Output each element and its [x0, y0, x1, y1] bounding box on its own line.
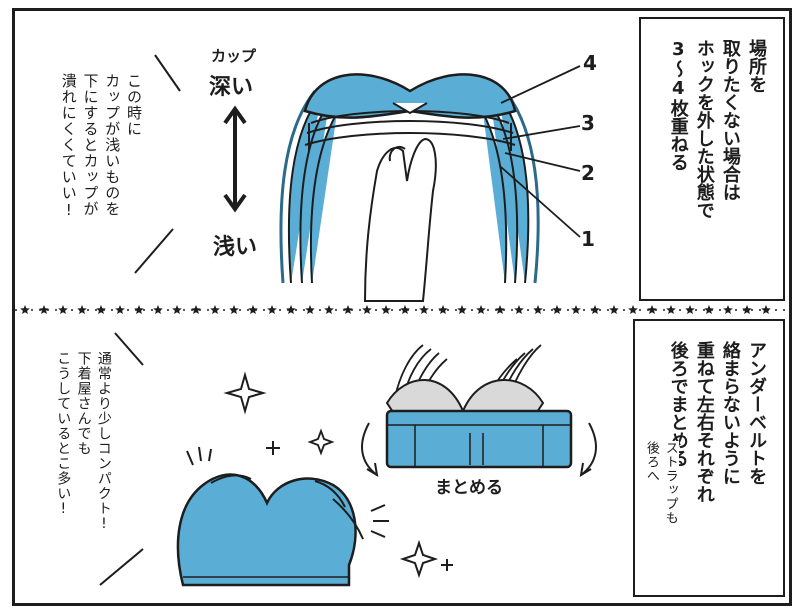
divider-star-icon — [514, 305, 524, 314]
top-note-line: 下にするとカップが — [81, 73, 100, 217]
divider-star-icon — [362, 305, 372, 314]
divider-star-icon — [400, 305, 410, 314]
divider-star-icon — [39, 305, 49, 314]
divider-star-icon — [533, 305, 543, 314]
stacked-bras-illustration — [279, 65, 581, 302]
divider-star-icon — [647, 305, 657, 314]
bottom-note-slash-lines — [99, 332, 144, 586]
divider-star-icon — [666, 305, 676, 314]
top-note-slash-lines — [134, 54, 181, 274]
deep-label: 深い — [209, 75, 254, 100]
divider-star-icon — [77, 305, 87, 314]
bottom-note-line: 通常より少しコンパクト! — [95, 351, 112, 533]
bottom-info-line: 重ねて左右それぞれ — [693, 341, 715, 503]
comic-frame: 場所を 取りたくない場合は ホックを外した状態で 3～4枚重ねる この時に カッ… — [12, 8, 792, 606]
bottom-caption: まとめる — [435, 478, 503, 498]
divider-star-icon — [704, 305, 714, 314]
divider-star-icon — [742, 305, 752, 314]
top-info-line: 3～4枚重ねる — [667, 39, 689, 171]
divider-star-icon — [267, 305, 277, 314]
top-side-note: この時に カップが浅いものを 下にするとカップが 潰れにくくていい! — [57, 73, 144, 288]
strap-note: ストラップも 後ろへ — [641, 441, 679, 591]
bottom-note-line: こうしているとこ多い! — [55, 351, 72, 518]
divider-star-icon — [191, 305, 201, 314]
divider-star-icon — [210, 305, 220, 314]
top-note-line: カップが浅いものを — [103, 73, 122, 217]
strap-note-line: 後ろへ — [643, 441, 659, 483]
strap-note-line: ストラップも — [662, 441, 678, 525]
divider-star-icon — [134, 305, 144, 314]
bottom-info-line: 絡まらないように — [719, 341, 741, 485]
cup-label: カップ — [211, 47, 257, 65]
top-info-text: 場所を 取りたくない場合は ホックを外した状態で 3～4枚重ねる — [665, 39, 769, 289]
layer-number: 2 — [581, 161, 595, 185]
divider-star-icon — [286, 305, 296, 314]
divider-star-icon — [457, 305, 467, 314]
top-note-line: 潰れにくくていい! — [59, 73, 78, 220]
divider-star-icon — [381, 305, 391, 314]
divider-star-icon — [419, 305, 429, 314]
top-info-box: 場所を 取りたくない場合は ホックを外した状態で 3～4枚重ねる — [639, 17, 785, 301]
divider-star-icon — [438, 305, 448, 314]
divider-star-icon — [172, 305, 182, 314]
depth-arrow-icon — [223, 105, 247, 213]
shallow-label: 浅い — [213, 235, 258, 260]
bottom-side-note: 通常より少しコンパクト! 下着屋さんでも こうしているとこ多い! — [53, 351, 114, 581]
top-panel: 場所を 取りたくない場合は ホックを外した状態で 3～4枚重ねる この時に カッ… — [15, 11, 789, 303]
star-divider — [15, 305, 789, 314]
layer-number: 4 — [583, 51, 597, 75]
divider-star-icon — [761, 305, 771, 314]
bottom-note-line: 下着屋さんでも — [75, 351, 92, 456]
bottom-info-text: アンダーベルトを 絡まらないように 重ねて左右それぞれ 後ろでまとめる — [665, 341, 769, 581]
top-note-line: この時に — [125, 73, 143, 137]
divider-star-icon — [495, 305, 505, 314]
divider-star-icon — [153, 305, 163, 314]
bottom-info-line: アンダーベルトを — [746, 341, 767, 485]
divider-star-icon — [20, 305, 30, 314]
divider-star-icon — [476, 305, 486, 314]
divider-star-icon — [324, 305, 334, 314]
divider-star-icon — [229, 305, 239, 314]
divider-star-icon — [628, 305, 638, 314]
divider-star-icon — [343, 305, 353, 314]
single-bra-illustration — [176, 446, 389, 587]
divider-star-icon — [305, 305, 315, 314]
layer-number: 3 — [581, 111, 595, 135]
top-info-line: 取りたくない場合は — [719, 39, 741, 201]
divider-star-icon — [248, 305, 258, 314]
divider-star-icon — [590, 305, 600, 314]
folded-bra-illustration — [361, 344, 597, 477]
bottom-panel: アンダーベルトを 絡まらないように 重ねて左右それぞれ 後ろでまとめる ストラッ… — [15, 315, 789, 601]
divider-star-icon — [571, 305, 581, 314]
divider-star-icon — [552, 305, 562, 314]
bottom-info-box: アンダーベルトを 絡まらないように 重ねて左右それぞれ 後ろでまとめる ストラッ… — [633, 319, 785, 597]
divider-star-icon — [609, 305, 619, 314]
divider-star-icon — [723, 305, 733, 314]
divider-star-icon — [96, 305, 106, 314]
sparkle-icons — [223, 371, 453, 579]
divider-star-icon — [685, 305, 695, 314]
layer-number: 1 — [581, 227, 595, 251]
bottom-info-line: 後ろでまとめる — [667, 341, 689, 467]
top-info-line: ホックを外した状態で — [693, 39, 715, 219]
divider-star-icon — [115, 305, 125, 314]
divider-star-icon — [58, 305, 68, 314]
top-info-line: 場所を — [746, 39, 767, 93]
